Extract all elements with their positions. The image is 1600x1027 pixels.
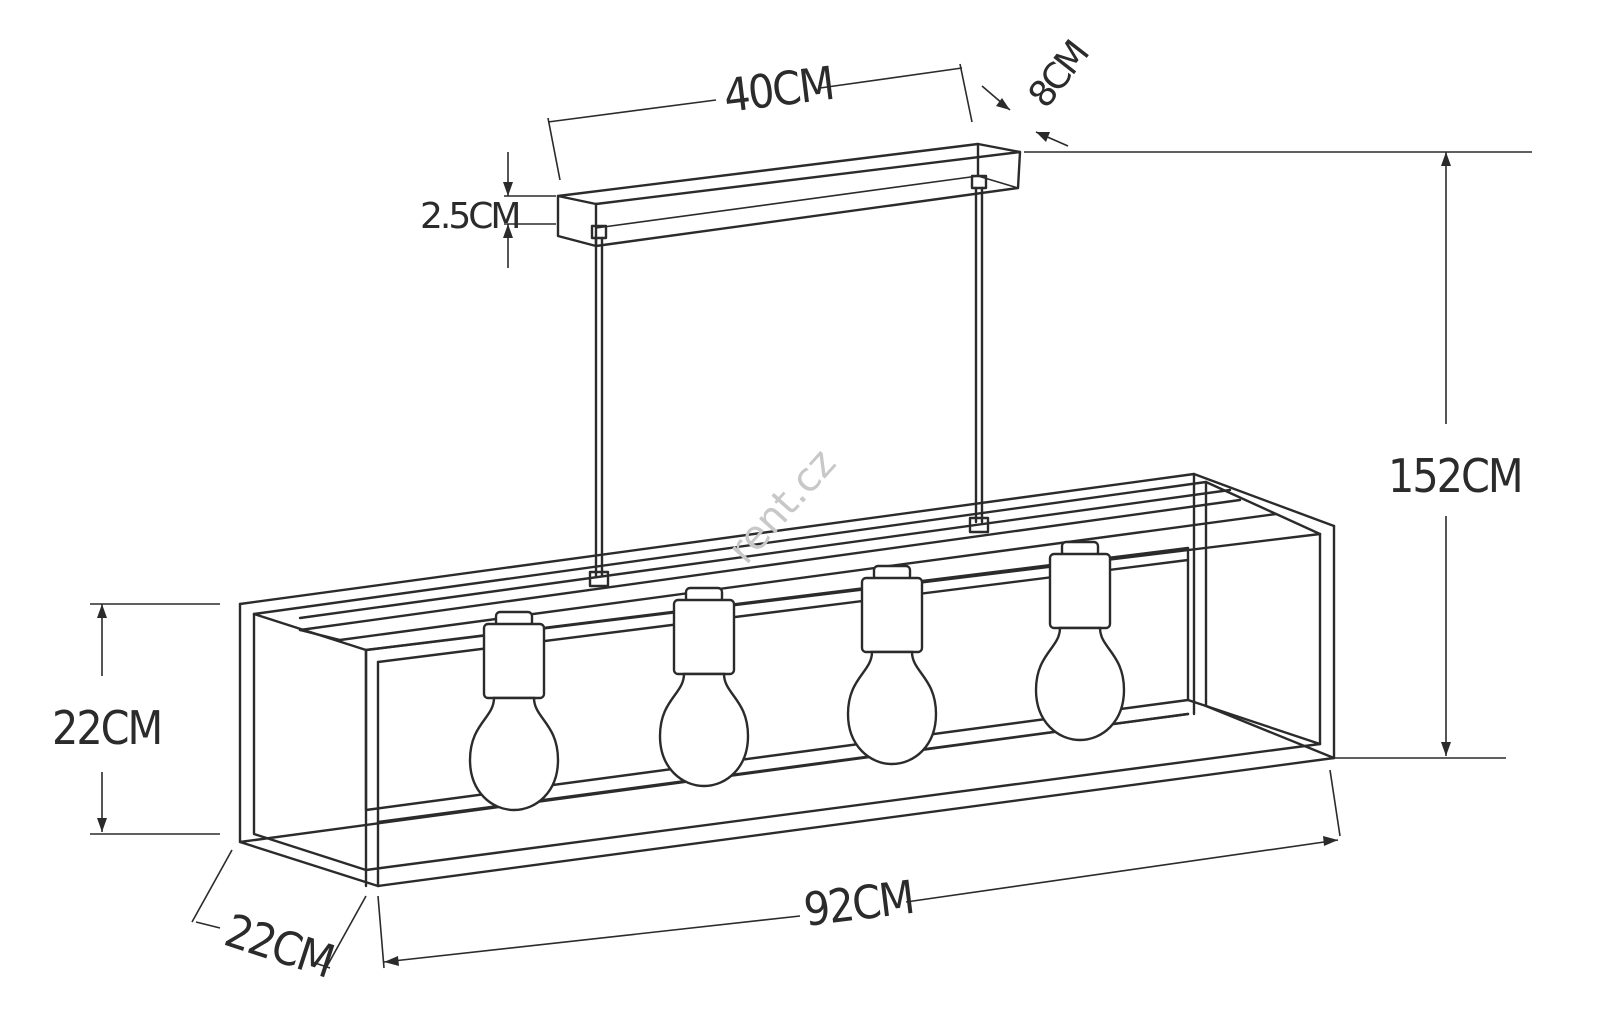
dimension-drop-height: 152CM	[1024, 151, 1532, 759]
bulb-1	[468, 610, 560, 812]
dimension-frame-height: 22CM	[52, 603, 220, 835]
bulb-3	[846, 564, 938, 766]
label-drop-height: 152CM	[1388, 449, 1522, 503]
label-canopy-length: 40CM	[721, 56, 836, 123]
canopy	[556, 142, 1022, 248]
label-frame-height: 22CM	[52, 701, 161, 755]
dimension-frame-depth: 22CM	[191, 849, 367, 988]
suspension-cables	[588, 174, 990, 588]
frame	[238, 472, 1336, 888]
dimension-frame-length: 92CM	[377, 769, 1341, 969]
label-canopy-height: 2.5CM	[420, 196, 518, 237]
label-canopy-depth: 8CM	[1021, 35, 1096, 115]
bulb-4	[1034, 540, 1126, 742]
dimension-canopy-length: 40CM	[547, 56, 973, 181]
dimension-canopy-height: 2.5CM	[420, 152, 556, 268]
dimension-canopy-depth: 8CM	[981, 35, 1096, 147]
label-frame-length: 92CM	[801, 870, 916, 937]
bulb-2	[658, 586, 750, 788]
label-frame-depth: 22CM	[219, 903, 340, 988]
